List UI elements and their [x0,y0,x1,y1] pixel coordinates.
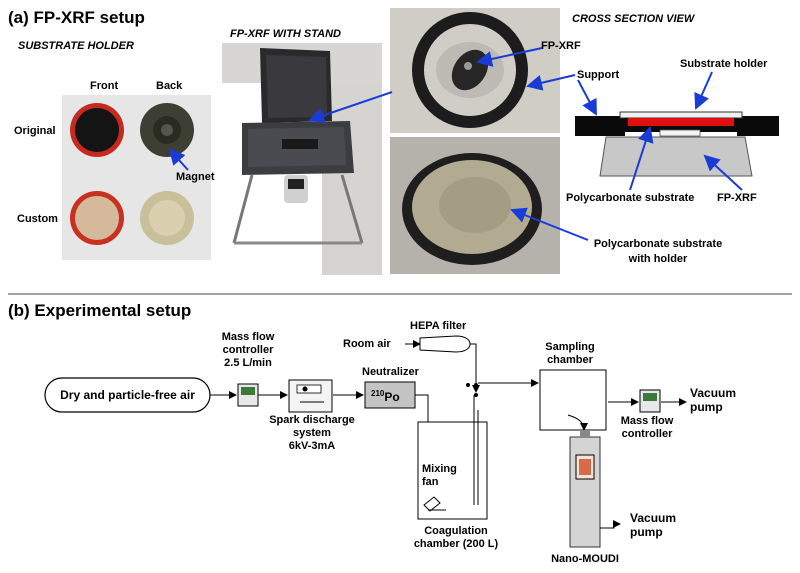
nano-moudi [569,436,601,548]
row-original-label: Original [14,125,56,137]
cs-window [659,129,701,137]
support-arrow [526,74,576,91]
mfc1-label-1: Mass flow [221,331,275,343]
cs-polycarbonate-arrow [629,126,654,191]
source-label: Dry and particle-free air [60,388,195,402]
stand-arrow [308,91,393,124]
po-label: 210Po [371,389,400,404]
cs-support-right [737,116,779,136]
sampling-chamber [539,369,607,431]
flow-po-coag [415,394,432,433]
cs-polycarbonate-label: Polycarbonate substrate [566,192,695,204]
polycarbonate-photo-arrow [510,207,589,241]
mixing-fan [423,496,441,512]
fpxrf-arrow [476,47,543,67]
col-back-label: Back [156,80,183,92]
substrate-holder-photo [62,95,211,260]
hepa-filter [419,335,471,353]
flow-hepa-junction [470,343,480,393]
cs-support-left [575,116,625,136]
polycarbonate-holder-label-2: with holder [628,253,688,265]
cs-fpxrf-label: FP-XRF [717,192,757,204]
substrate-holder-title: SUBSTRATE HOLDER [18,40,134,52]
mfc2-label-2: controller [621,428,673,440]
fpxrf-support-photo [390,8,560,133]
vacuum2-label-2: pump [630,525,663,539]
po-mass-number: 210 [371,389,385,398]
spark-label-3: 6kV-3mA [288,440,336,452]
po-symbol: Po [384,390,400,404]
mfc1-label-3: 2.5 L/min [224,357,272,369]
cross-section-title: CROSS SECTION VIEW [572,13,695,25]
nano-moudi-label: Nano-MOUDI [551,553,619,565]
coagulation-label-2: chamber (200 L) [413,538,499,550]
cs-polycarbonate-substrate [628,118,734,126]
cs-support-arrow [577,79,597,116]
polycarbonate-photo [390,137,560,274]
mfc2-label-1: Mass flow [620,415,674,427]
mfc1-label-2: controller [222,344,274,356]
cs-fpxrf-arrow [703,154,743,191]
coagulation-label-1: Coagulation [424,525,488,537]
fpxrf-photo-label: FP-XRF [541,40,581,52]
spark-label-2: system [293,427,331,439]
stand-title: FP-XRF WITH STAND [230,28,342,40]
room-air-label: Room air [343,338,391,350]
polycarbonate-holder-label-1: Polycarbonate substrate [593,238,723,250]
mixing-fan-label-2: fan [422,476,439,488]
col-front-label: Front [90,80,119,92]
sampling-label-2: chamber [547,354,593,366]
mixing-fan-label-1: Mixing [422,463,457,475]
cs-substrate-holder-label: Substrate holder [680,58,768,70]
stand-photo [222,43,382,275]
magnet-label: Magnet [176,171,215,183]
magnet-arrow [168,148,189,171]
vacuum1-label-1: Vacuum [690,386,737,400]
support-label: Support [577,69,620,81]
panel-a-title: (a) FP-XRF setup [8,8,145,27]
flow-moudi-vacuum [600,520,621,529]
sampling-label-1: Sampling [545,341,595,353]
panel-b-title: (b) Experimental setup [8,301,192,320]
cs-substrate-holder-arrow [694,71,713,110]
vacuum2-label-1: Vacuum [630,511,677,525]
hepa-label: HEPA filter [410,320,467,332]
neutralizer-label: Neutralizer [362,366,419,378]
row-custom-label: Custom [17,213,58,225]
vacuum1-label-2: pump [690,400,723,414]
spark-label-1: Spark discharge [269,414,355,426]
po-neutralizer [364,381,416,409]
